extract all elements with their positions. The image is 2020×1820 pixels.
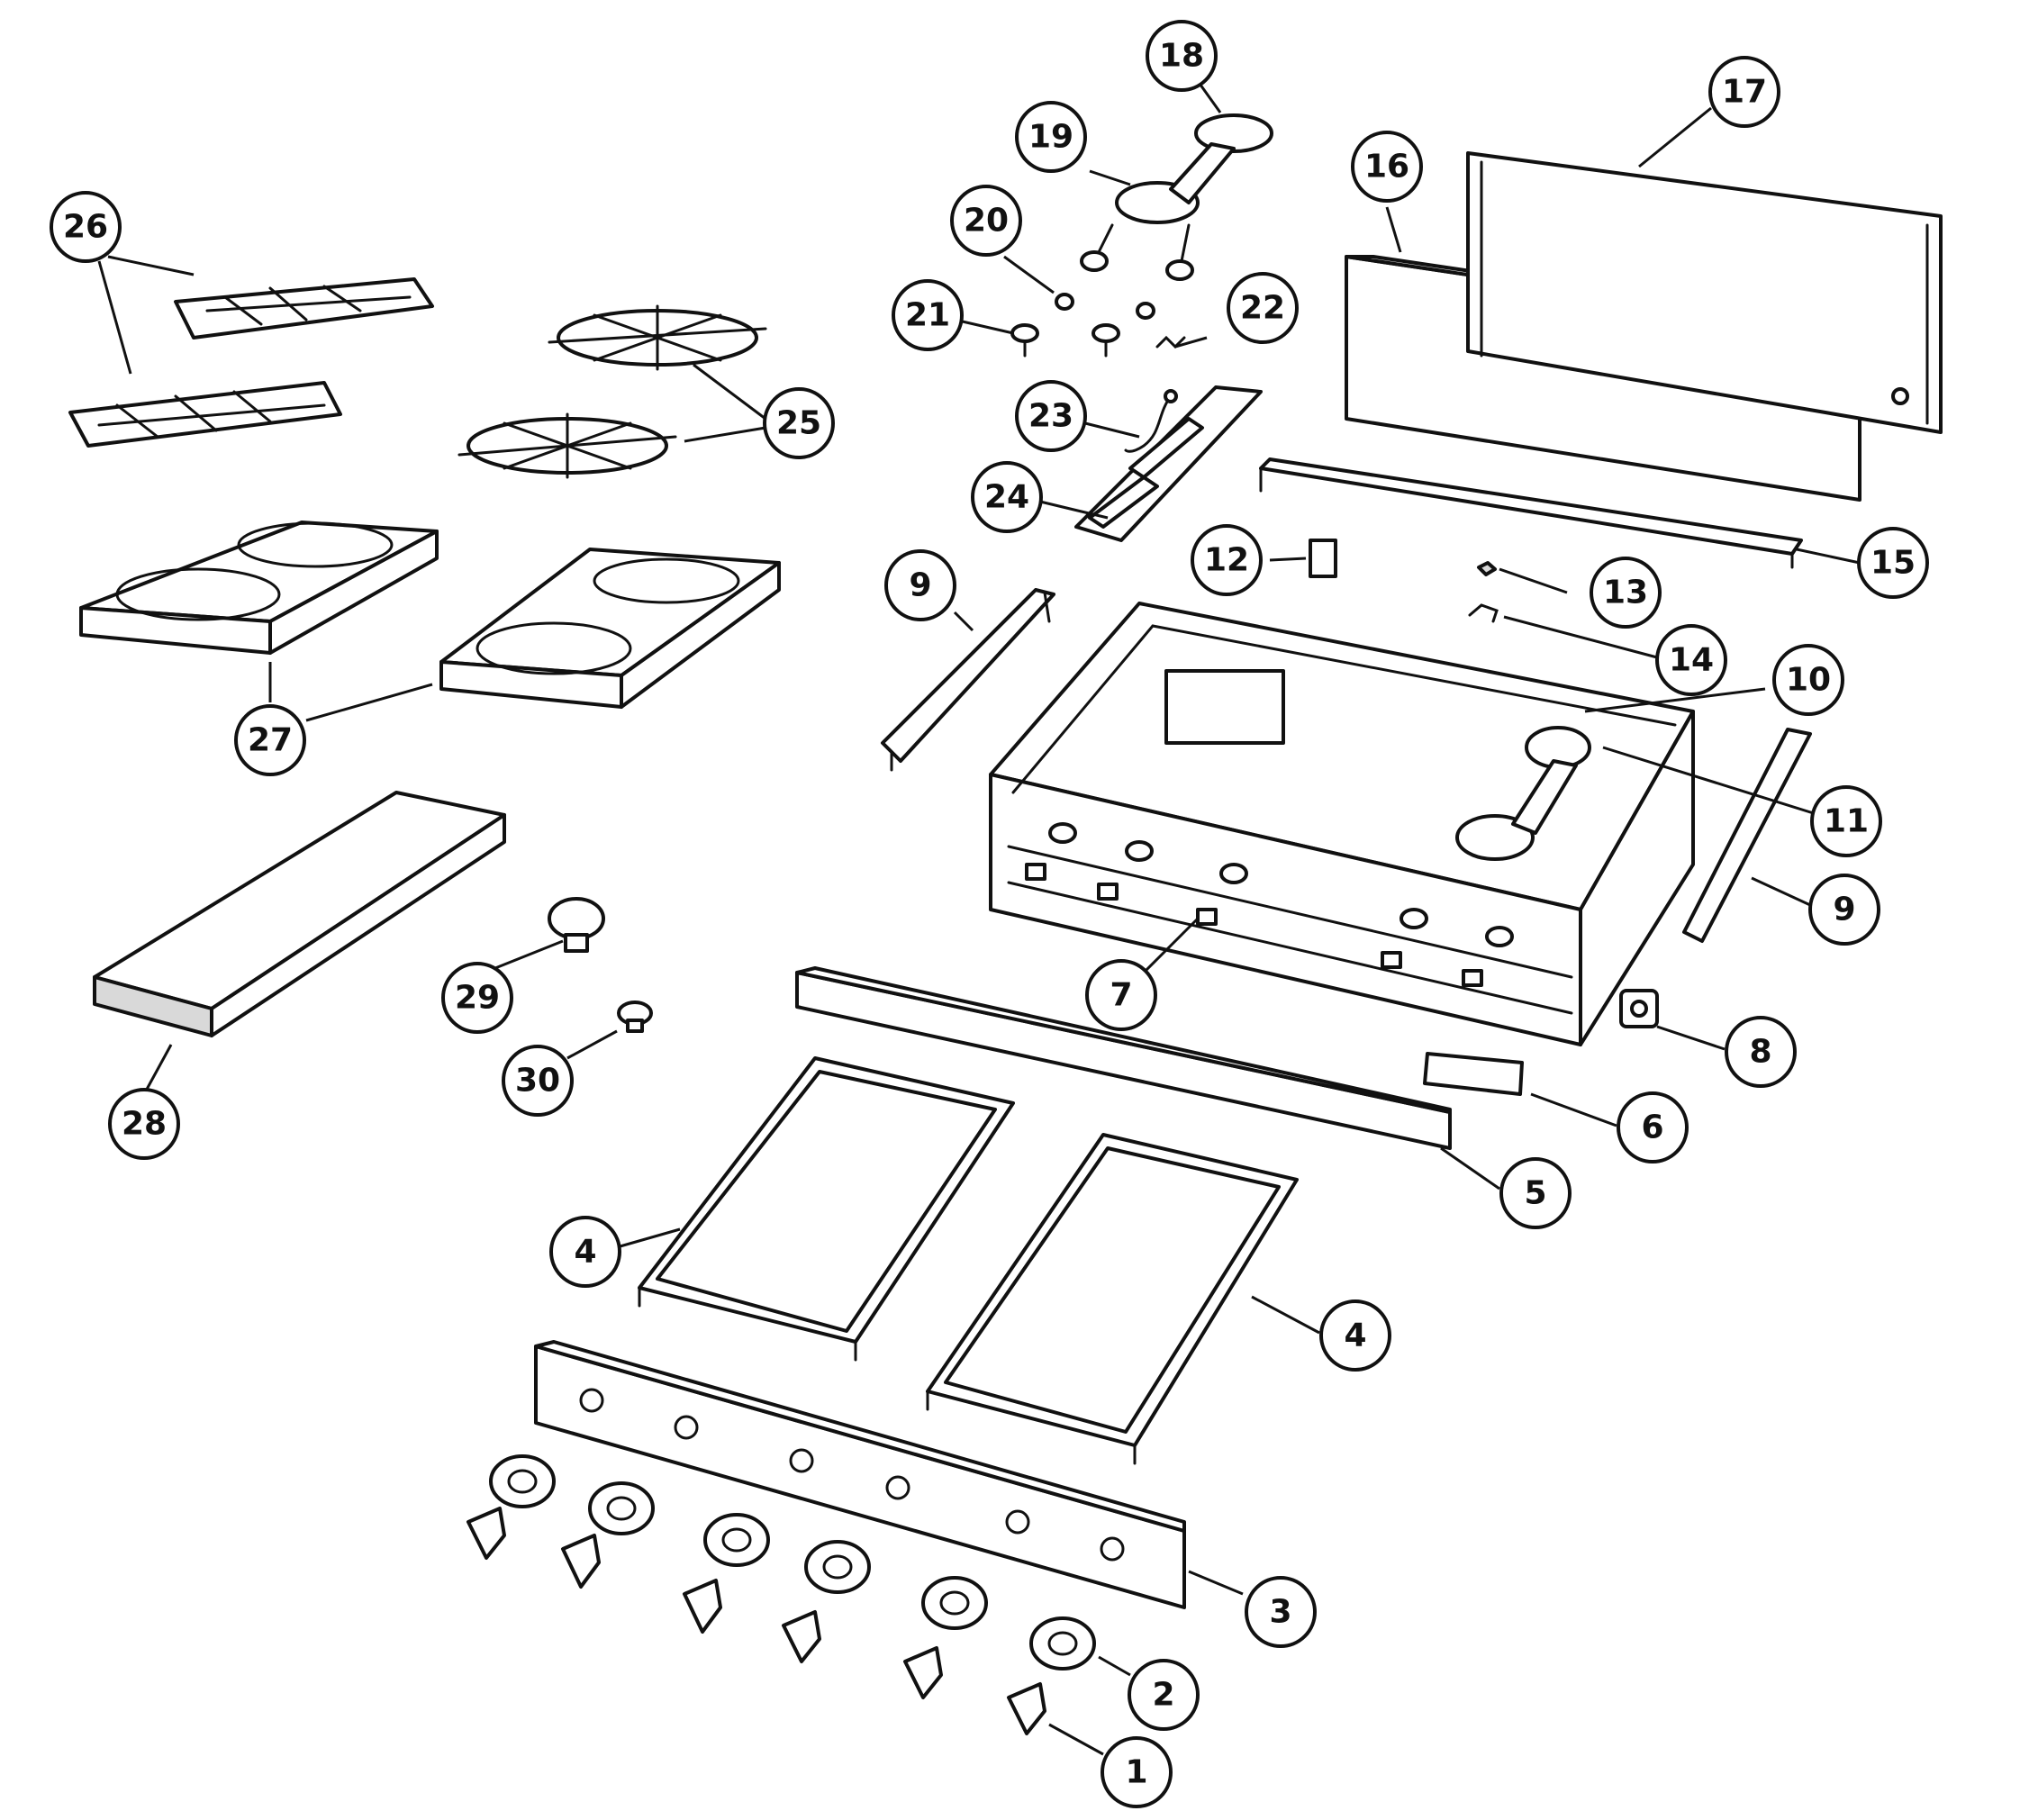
callout-16: 16 xyxy=(1351,131,1423,203)
callout-25: 25 xyxy=(763,387,835,459)
drip-tray-4-left xyxy=(638,1056,1015,1362)
callout-label: 5 xyxy=(1524,1175,1546,1212)
callout-label: 9 xyxy=(909,567,931,604)
callout-18: 18 xyxy=(1146,20,1218,92)
callout-5: 5 xyxy=(1499,1157,1572,1229)
callout-label: 14 xyxy=(1669,642,1714,679)
callout-9b: 9 xyxy=(1808,874,1880,946)
callout-label: 4 xyxy=(574,1234,596,1271)
callout-3: 3 xyxy=(1245,1576,1317,1648)
griddle-plate xyxy=(93,791,506,1037)
chassis-frame xyxy=(989,602,1695,1046)
nut-13 xyxy=(1477,561,1497,576)
clip-14 xyxy=(1468,603,1499,623)
callout-label: 4 xyxy=(1344,1317,1366,1354)
callout-label: 10 xyxy=(1786,662,1831,699)
control-panel-3 xyxy=(534,1340,1186,1609)
callout-11: 11 xyxy=(1810,785,1882,857)
knob-row-1 xyxy=(467,1507,1046,1735)
side-strip-9-right xyxy=(1682,728,1812,943)
grate-star-lower xyxy=(457,412,677,479)
callout-6: 6 xyxy=(1617,1091,1689,1164)
callout-8: 8 xyxy=(1725,1016,1797,1088)
valve-row xyxy=(1025,822,1514,987)
callout-label: 13 xyxy=(1603,575,1648,611)
callout-label: 3 xyxy=(1269,1594,1291,1631)
callout-label: 17 xyxy=(1722,74,1767,111)
heat-shield-24 xyxy=(1074,385,1263,542)
callout-label: 27 xyxy=(248,722,293,759)
knob-30 xyxy=(617,1001,653,1033)
callout-label: 2 xyxy=(1152,1677,1174,1714)
rail-15 xyxy=(1259,457,1803,569)
callout-10: 10 xyxy=(1772,644,1844,716)
callout-label: 18 xyxy=(1159,38,1204,75)
leader-lines xyxy=(97,80,1861,1756)
callout-label: 20 xyxy=(964,203,1009,240)
side-strip-9-left xyxy=(881,588,1055,772)
callout-label: 9 xyxy=(1833,892,1855,928)
callout-label: 23 xyxy=(1028,398,1073,435)
callout-label: 24 xyxy=(984,479,1029,516)
callout-28: 28 xyxy=(108,1088,180,1160)
trim-bar-5 xyxy=(795,966,1452,1150)
callout-27: 27 xyxy=(234,704,306,776)
valve-8 xyxy=(1619,989,1659,1028)
valve-21 xyxy=(1010,323,1120,358)
callout-9a: 9 xyxy=(884,549,956,621)
callout-label: 8 xyxy=(1749,1034,1771,1071)
callout-2: 2 xyxy=(1128,1659,1200,1731)
callout-label: 28 xyxy=(122,1106,167,1143)
callout-label: 21 xyxy=(905,297,950,334)
callout-22: 22 xyxy=(1227,272,1299,344)
callout-14: 14 xyxy=(1655,624,1727,696)
callout-29: 29 xyxy=(441,962,513,1034)
thermocouple-23 xyxy=(1124,389,1178,453)
callout-12: 12 xyxy=(1191,524,1263,596)
callout-label: 30 xyxy=(515,1063,560,1100)
burner-assembly xyxy=(1080,113,1273,281)
callout-4b: 4 xyxy=(1319,1299,1391,1372)
switch-12 xyxy=(1309,539,1337,578)
hotplate-right xyxy=(439,548,781,709)
bezel-row-2 xyxy=(489,1454,1096,1671)
knob-29 xyxy=(548,897,605,953)
grate-square-upper xyxy=(174,277,434,340)
callout-26: 26 xyxy=(50,191,122,263)
callout-21: 21 xyxy=(892,279,964,351)
drip-tray-4-right xyxy=(926,1133,1299,1465)
callout-label: 26 xyxy=(63,209,108,246)
callout-19: 19 xyxy=(1015,101,1087,173)
grate-square-lower xyxy=(68,381,342,448)
callout-label: 12 xyxy=(1204,542,1249,579)
orifice-20 xyxy=(1055,293,1155,320)
hotplate-left xyxy=(79,521,439,655)
rear-panel-17 xyxy=(1466,151,1943,434)
plate-6 xyxy=(1423,1052,1524,1096)
callout-1: 1 xyxy=(1101,1736,1173,1808)
callout-20: 20 xyxy=(950,185,1022,257)
callout-label: 16 xyxy=(1364,149,1409,186)
callout-label: 7 xyxy=(1110,977,1132,1014)
callout-30: 30 xyxy=(502,1045,574,1117)
callout-label: 25 xyxy=(776,405,821,442)
callout-7: 7 xyxy=(1085,959,1157,1031)
callout-label: 19 xyxy=(1028,119,1073,156)
grate-star-upper xyxy=(548,304,767,371)
bracket-22 xyxy=(1155,335,1186,349)
callout-4a: 4 xyxy=(549,1216,621,1288)
callout-label: 11 xyxy=(1824,803,1869,840)
callout-23: 23 xyxy=(1015,380,1087,452)
callout-label: 15 xyxy=(1871,545,1916,582)
callout-17: 17 xyxy=(1708,56,1780,128)
callout-label: 1 xyxy=(1125,1754,1147,1791)
callout-label: 6 xyxy=(1641,1109,1663,1146)
callout-label: 29 xyxy=(455,980,500,1017)
callout-13: 13 xyxy=(1590,557,1662,629)
callout-label: 22 xyxy=(1240,290,1285,327)
callout-15: 15 xyxy=(1857,527,1929,599)
callout-24: 24 xyxy=(971,461,1043,533)
